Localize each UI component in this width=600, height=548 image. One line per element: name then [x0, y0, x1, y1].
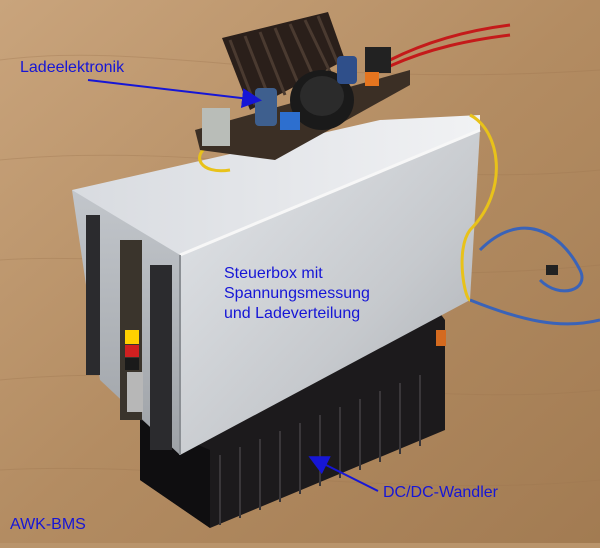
label-awk-bms: AWK-BMS [10, 516, 86, 533]
label-steuerbox: Steuerbox mit Spannungsmessung und Ladev… [224, 264, 424, 324]
label-ladeelektronik: Ladeelektronik [20, 59, 125, 76]
control-box [72, 115, 481, 455]
red-black-cable [389, 23, 511, 68]
label-dcdc-wandler: DC/DC-Wandler [383, 484, 498, 501]
charge-electronics [195, 12, 410, 160]
cable-connector [546, 265, 558, 275]
label-steuerbox-line3: und Ladeverteilung [224, 305, 361, 322]
blue-cable [469, 226, 600, 326]
arrow-ladeelektronik [87, 79, 262, 109]
label-steuerbox-line2: Spannungsmessung [224, 285, 370, 302]
arrow-dcdc [308, 456, 379, 492]
label-steuerbox-line1: Steuerbox mit [224, 265, 323, 282]
